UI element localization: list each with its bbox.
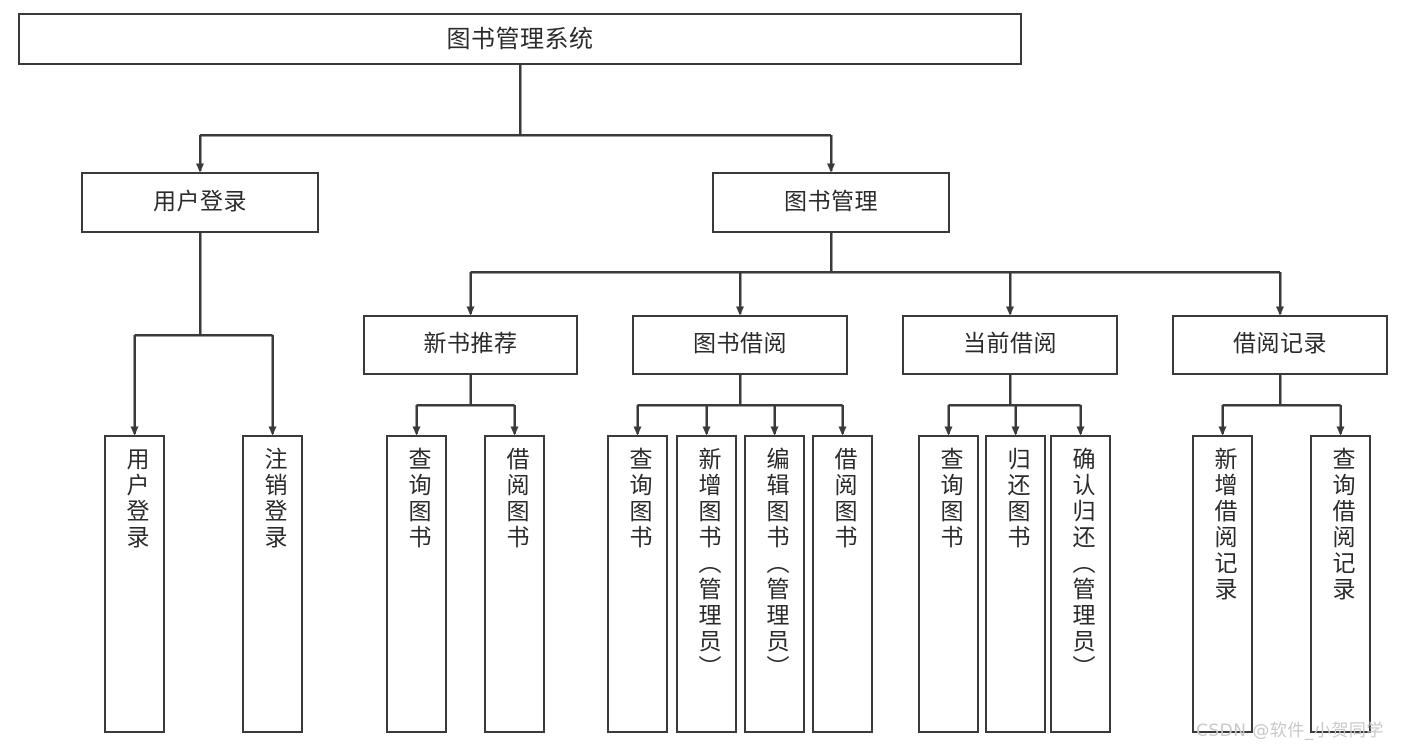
node-leaf-bb-borrow-book-label: 借阅图书 [830,447,856,551]
node-leaf-cb-query-book-label: 查询图书 [936,447,962,551]
node-root-label: 图书管理系统 [446,24,594,53]
node-leaf-bb-borrow-book[interactable]: 借阅图书 [812,435,873,733]
node-book-borrow-label: 图书借阅 [693,331,787,358]
node-current-borrow-label: 当前借阅 [963,331,1057,358]
node-leaf-cb-confirm-return-label: 确认归还（管理员） [1068,447,1094,681]
node-leaf-nbr-query-book[interactable]: 查询图书 [386,435,447,733]
node-leaf-logout-label: 注销登录 [260,447,286,551]
node-book-borrow[interactable]: 图书借阅 [632,315,848,375]
node-leaf-br-query-record-label: 查询借阅记录 [1328,447,1354,603]
node-leaf-bb-add-book-label: 新增图书（管理员） [694,447,720,681]
node-user-login-label: 用户登录 [153,188,247,215]
node-leaf-user-login-label: 用户登录 [122,447,148,551]
node-leaf-bb-add-book[interactable]: 新增图书（管理员） [676,435,737,733]
node-leaf-nbr-borrow-book-label: 借阅图书 [502,447,528,551]
node-leaf-br-query-record[interactable]: 查询借阅记录 [1310,435,1371,733]
node-new-book-recommend-label: 新书推荐 [423,331,518,358]
node-leaf-br-add-record[interactable]: 新增借阅记录 [1192,435,1253,733]
node-leaf-cb-return-book[interactable]: 归还图书 [985,435,1046,733]
node-borrow-record[interactable]: 借阅记录 [1172,315,1388,375]
node-leaf-user-login[interactable]: 用户登录 [104,435,165,733]
node-leaf-br-add-record-label: 新增借阅记录 [1210,447,1236,603]
node-leaf-bb-query-book[interactable]: 查询图书 [607,435,668,733]
node-current-borrow[interactable]: 当前借阅 [902,315,1118,375]
node-borrow-record-label: 借阅记录 [1233,331,1327,358]
node-book-manage[interactable]: 图书管理 [712,172,950,233]
node-user-login[interactable]: 用户登录 [81,172,319,233]
node-leaf-bb-query-book-label: 查询图书 [625,447,651,551]
node-leaf-nbr-borrow-book[interactable]: 借阅图书 [484,435,545,733]
node-book-manage-label: 图书管理 [784,188,878,215]
node-leaf-logout[interactable]: 注销登录 [242,435,303,733]
node-leaf-bb-edit-book[interactable]: 编辑图书（管理员） [744,435,805,733]
node-root[interactable]: 图书管理系统 [18,13,1022,65]
node-leaf-cb-query-book[interactable]: 查询图书 [918,435,979,733]
node-leaf-nbr-query-book-label: 查询图书 [404,447,430,551]
watermark: CSDN @软件_小贺同学 [1196,721,1384,741]
node-leaf-cb-confirm-return[interactable]: 确认归还（管理员） [1050,435,1111,733]
node-leaf-bb-edit-book-label: 编辑图书（管理员） [762,447,788,681]
node-new-book-recommend[interactable]: 新书推荐 [363,315,578,375]
node-leaf-cb-return-book-label: 归还图书 [1003,447,1029,551]
